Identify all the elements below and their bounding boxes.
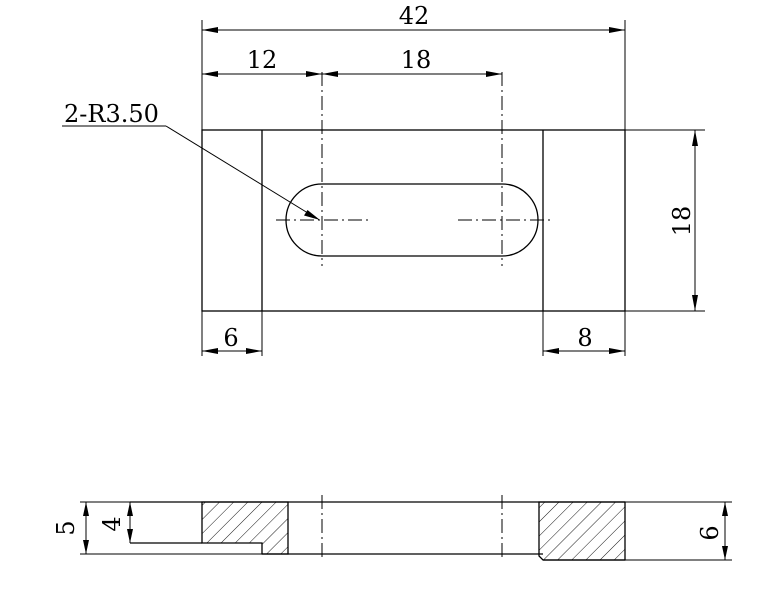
leader-slot-radius: 2-R3.50 (62, 100, 320, 220)
dim-section-total-height-label: 5 (52, 520, 80, 535)
dim-section-total-height: 5 (52, 501, 262, 555)
dim-section-right-height: 6 (625, 501, 732, 561)
dim-overall-height-label: 18 (668, 206, 696, 237)
dim-overall-height: 18 (625, 129, 705, 312)
top-view (201, 72, 626, 312)
dim-left-step: 6 (201, 311, 263, 356)
dim-right-step: 8 (542, 311, 626, 356)
dim-overall-width-label: 42 (399, 2, 430, 30)
plate-outline (201, 129, 626, 312)
dim-slot-offset: 12 (202, 46, 322, 77)
slot-radius-label: 2-R3.50 (64, 100, 159, 128)
dim-left-step-label: 6 (223, 324, 238, 352)
section-left-hatched-body (201, 501, 289, 555)
dim-slot-spacing: 18 (322, 46, 502, 77)
dim-section-step-height-label: 4 (98, 516, 126, 531)
section-view (130, 495, 626, 561)
section-right-hatched-body (538, 501, 626, 561)
dim-slot-offset-label: 12 (247, 46, 278, 74)
dim-right-step-label: 8 (577, 324, 592, 352)
dim-section-step-height: 4 (98, 502, 133, 543)
dim-overall-width: 42 (201, 2, 626, 130)
dim-slot-spacing-label: 18 (401, 46, 432, 74)
dim-section-right-height-label: 6 (696, 525, 724, 540)
